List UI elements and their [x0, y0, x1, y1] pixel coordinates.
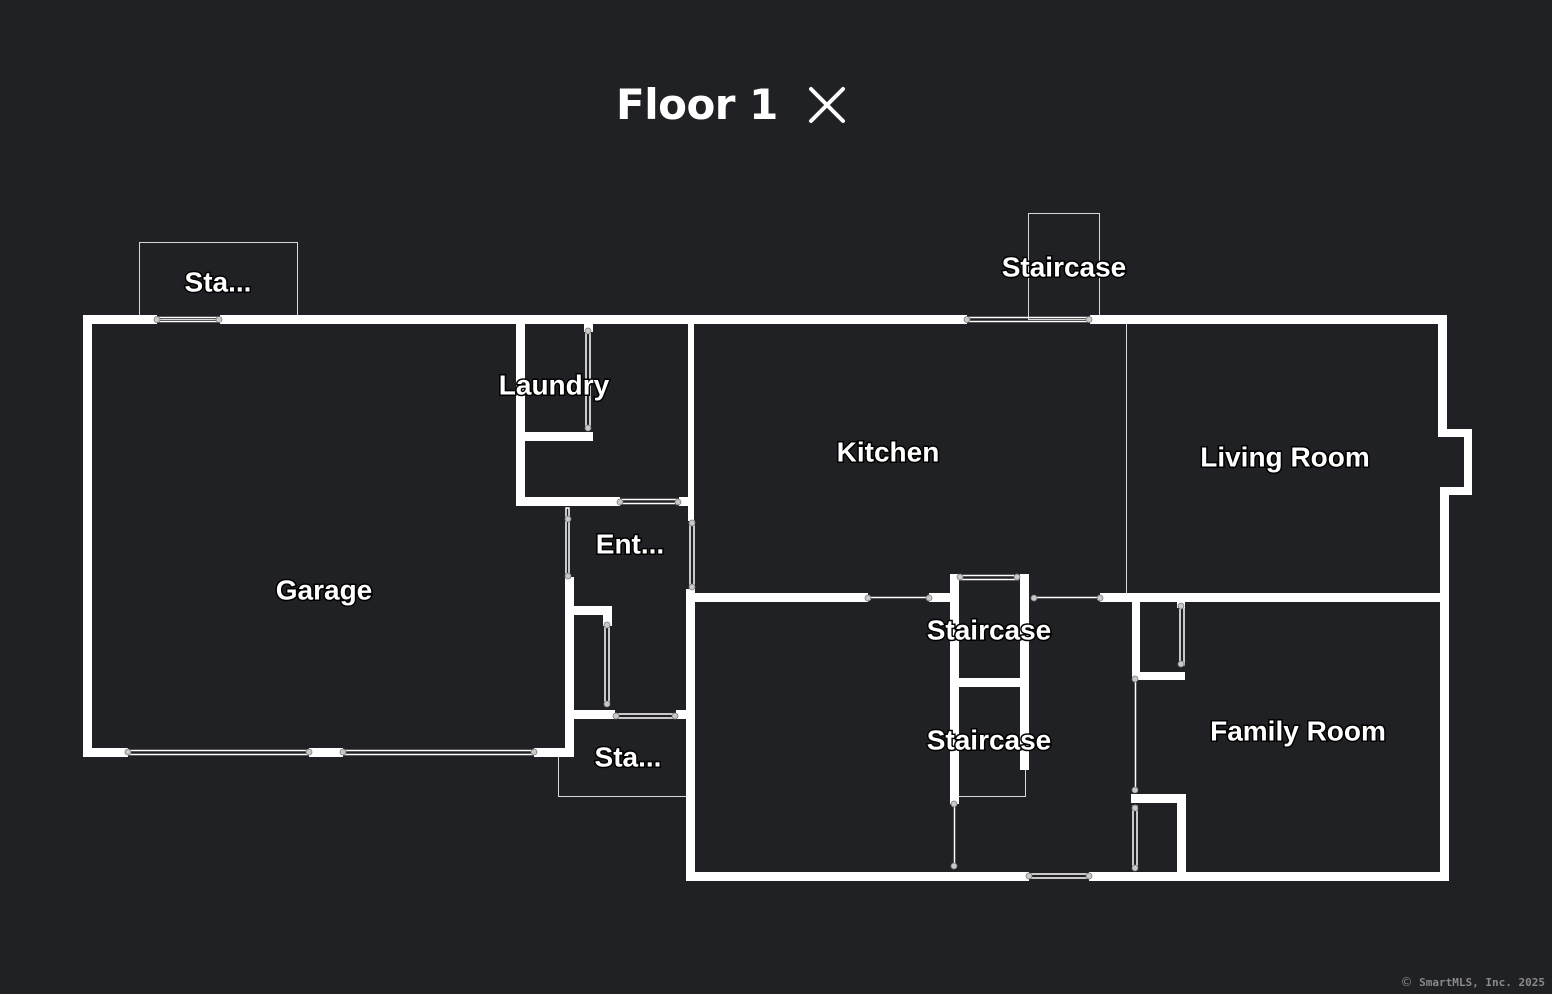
- door-nodes: [124, 316, 1185, 880]
- copyright-icon: ©: [1400, 975, 1413, 989]
- room-label-staircase-top[interactable]: Staircase: [1000, 250, 1128, 284]
- room-label-garage[interactable]: Garage: [274, 573, 374, 607]
- room-label-staircase-bottom-left[interactable]: Sta...: [593, 740, 663, 774]
- walls: [83, 315, 1472, 881]
- room-labels: Sta... Staircase Laundry Kitchen Living …: [183, 250, 1388, 774]
- floor-title: Floor 1: [616, 80, 778, 129]
- thin-outlines: [139, 213, 1127, 797]
- floor-header: Floor 1: [0, 78, 1552, 134]
- copyright-text: SmartMLS, Inc. 2025: [1419, 976, 1545, 989]
- room-label-staircase-middle[interactable]: Staircase: [925, 613, 1053, 647]
- room-label-living-room[interactable]: Living Room: [1199, 440, 1372, 474]
- room-label-laundry[interactable]: Laundry: [497, 368, 611, 402]
- copyright-notice: © SmartMLS, Inc. 2025: [1401, 975, 1545, 989]
- room-label-entry[interactable]: Ent...: [594, 527, 665, 561]
- close-icon: [809, 87, 845, 123]
- room-label-family-room[interactable]: Family Room: [1209, 714, 1388, 748]
- room-label-staircase-top-left[interactable]: Sta...: [183, 265, 253, 299]
- room-label-staircase-lower[interactable]: Staircase: [925, 723, 1053, 757]
- close-button[interactable]: [806, 84, 848, 126]
- room-label-kitchen[interactable]: Kitchen: [835, 435, 941, 469]
